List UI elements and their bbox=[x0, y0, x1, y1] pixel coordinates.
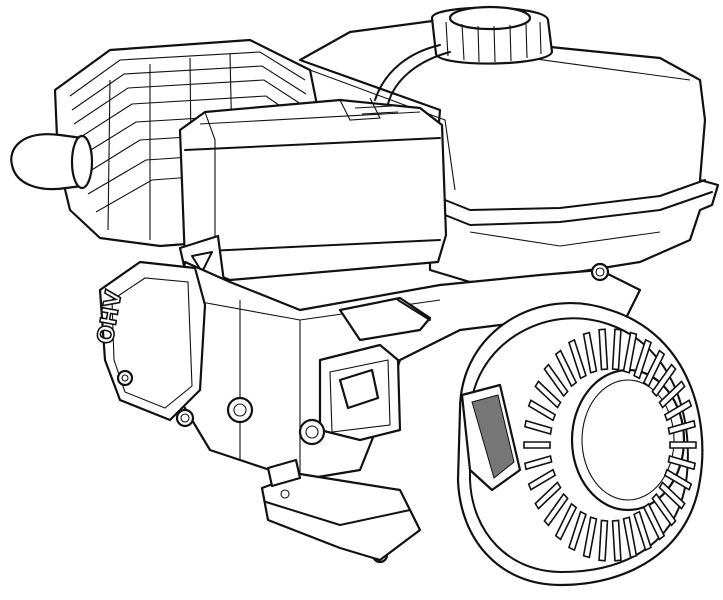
grille-slot bbox=[582, 516, 598, 559]
grille-slot bbox=[543, 492, 569, 527]
grille-slot bbox=[642, 349, 666, 388]
air-cleaner bbox=[178, 97, 448, 282]
grille-slot bbox=[523, 455, 553, 471]
grille-slot bbox=[523, 441, 551, 449]
grille-slot bbox=[523, 419, 553, 435]
grille-slot bbox=[611, 328, 622, 371]
grille-slot bbox=[658, 481, 686, 510]
grille-slot bbox=[622, 331, 638, 374]
grille-slot bbox=[633, 510, 652, 552]
grille-slot bbox=[651, 363, 677, 398]
valve-cover: OHV bbox=[92, 260, 207, 422]
grille-slot bbox=[598, 519, 609, 562]
grille-slot bbox=[527, 468, 557, 491]
breather-tube bbox=[374, 44, 451, 105]
grille-slot bbox=[611, 519, 622, 562]
starter-grille bbox=[523, 328, 697, 562]
grille-slot bbox=[568, 510, 587, 552]
carburetor bbox=[318, 296, 432, 442]
grille-slot bbox=[598, 328, 609, 371]
grille-slot bbox=[669, 441, 697, 449]
grille-slot bbox=[667, 455, 697, 471]
grille-slot bbox=[527, 399, 557, 422]
grille-slot bbox=[554, 349, 578, 388]
starter-handle bbox=[460, 383, 522, 492]
grille-slot bbox=[568, 338, 587, 380]
grille-slot bbox=[622, 516, 638, 559]
grille-slot bbox=[651, 492, 677, 527]
spark-plug-cap bbox=[10, 133, 94, 191]
grille-slot bbox=[534, 481, 562, 510]
grille-slot bbox=[582, 331, 598, 374]
fuel-cap bbox=[430, 5, 554, 65]
grille-slot bbox=[658, 380, 686, 409]
grille-slot bbox=[663, 399, 693, 422]
recoil-starter bbox=[456, 301, 704, 587]
grille-slot bbox=[642, 502, 666, 541]
grille-slot bbox=[554, 502, 578, 541]
base-mount bbox=[260, 458, 422, 562]
grille-slot bbox=[534, 380, 562, 409]
grille-slot bbox=[667, 419, 697, 435]
grille-slot bbox=[543, 363, 569, 398]
grille-slot bbox=[663, 468, 693, 491]
grille-slot bbox=[633, 338, 652, 380]
bolts bbox=[116, 262, 610, 564]
